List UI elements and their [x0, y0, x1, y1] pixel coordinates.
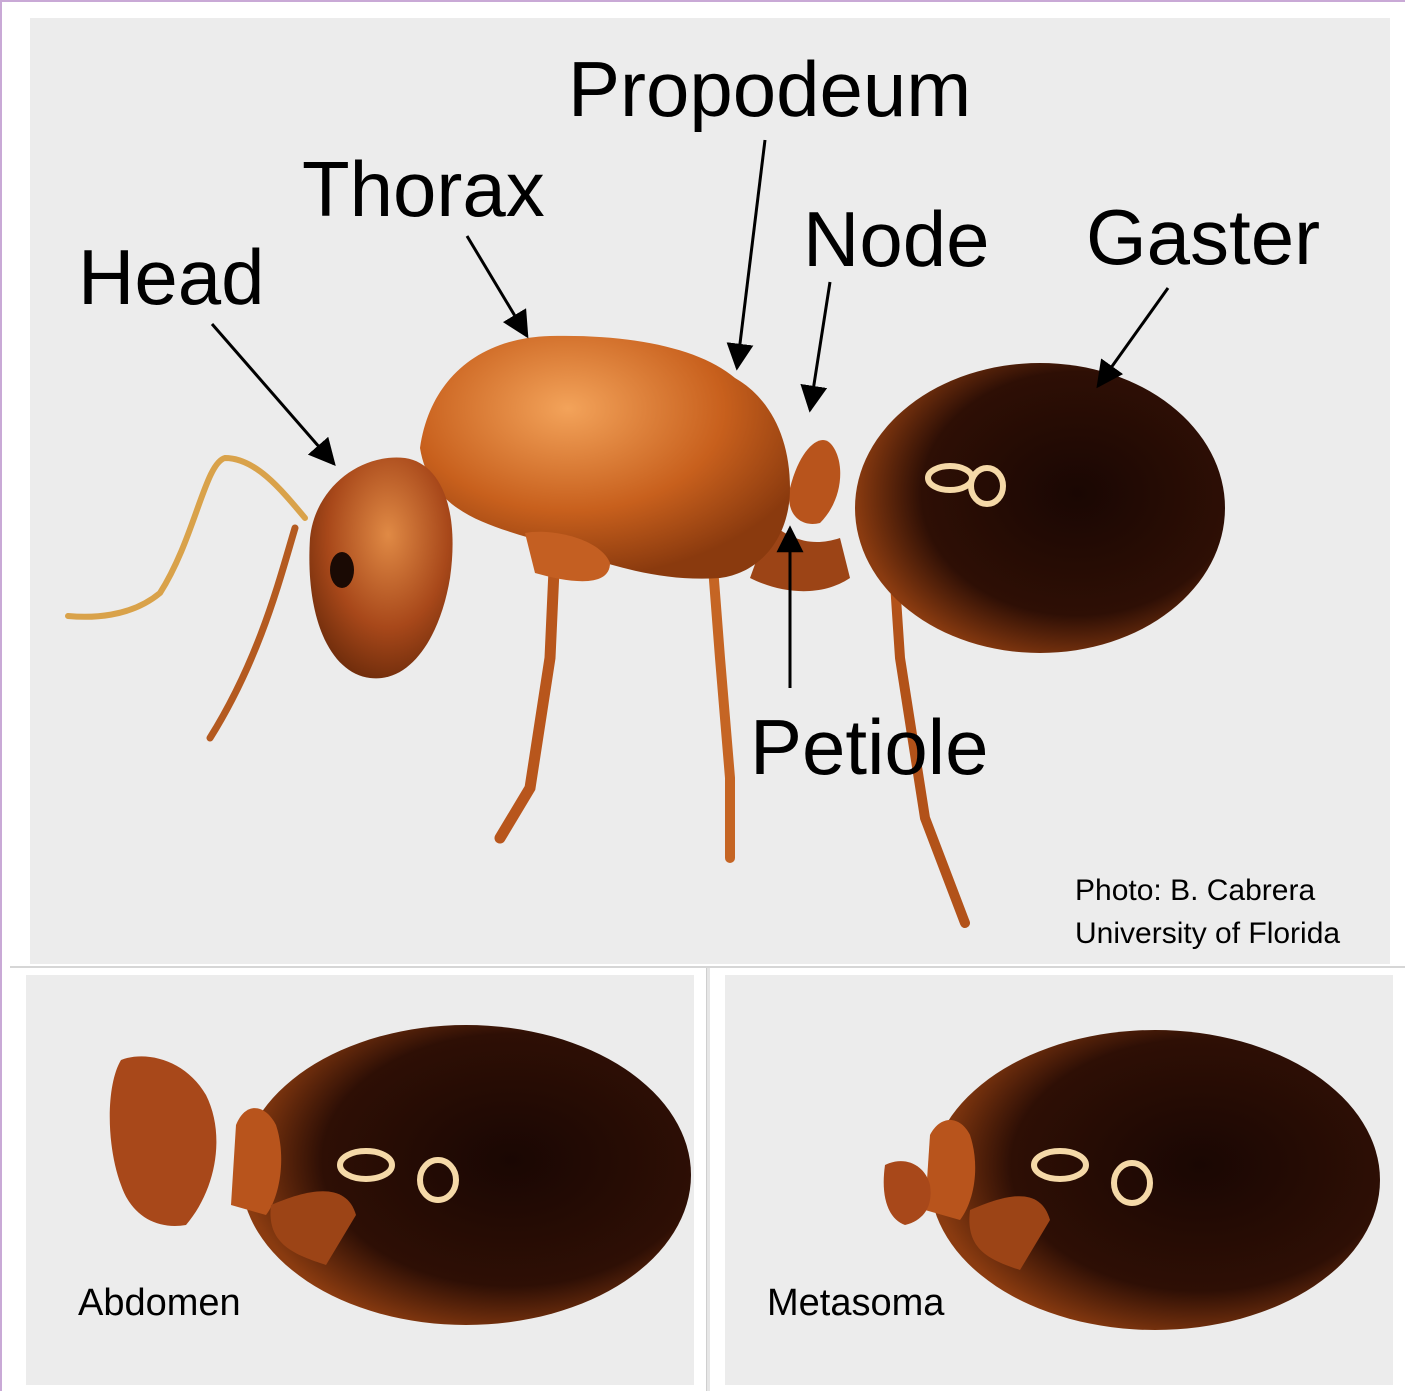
label-gaster: Gaster [1086, 193, 1320, 281]
metasoma-diagram: Metasoma [725, 975, 1393, 1385]
label-propodeum: Propodeum [568, 45, 971, 133]
label-petiole: Petiole [750, 703, 989, 791]
node-shape [231, 1108, 281, 1215]
caption-abdomen: Abdomen [78, 1282, 241, 1324]
abdomen-diagram: Abdomen [26, 975, 694, 1385]
eye [330, 552, 354, 588]
photo-credit-line2: University of Florida [1075, 917, 1340, 950]
metasoma-panel: Metasoma [725, 975, 1393, 1385]
petiole-shape [884, 1161, 931, 1225]
arrow-propodeum [737, 140, 765, 368]
caption-metasoma: Metasoma [767, 1282, 945, 1324]
ant-diagram: Head Thorax Propodeum Node Gaster Petiol… [30, 18, 1390, 964]
vertical-divider [706, 968, 710, 1391]
antenna-2 [210, 528, 295, 738]
node-shape [925, 1120, 975, 1220]
arrow-node [810, 282, 830, 410]
gaster-shape [855, 363, 1225, 653]
gaster-shape [930, 1030, 1380, 1330]
propodeum-shape [110, 1056, 217, 1226]
gaster-shape [241, 1025, 691, 1325]
label-thorax: Thorax [302, 145, 545, 233]
front-leg [500, 548, 555, 838]
abdomen-panel: Abdomen [26, 975, 694, 1385]
label-node: Node [803, 195, 989, 283]
thorax-shape [420, 336, 790, 579]
arrow-head [212, 324, 334, 464]
node-shape [789, 440, 840, 524]
arrow-gaster [1098, 288, 1168, 386]
antenna [68, 458, 305, 617]
label-head: Head [78, 233, 264, 321]
photo-credit-line1: Photo: B. Cabrera [1075, 874, 1315, 907]
ant-photo-panel: Head Thorax Propodeum Node Gaster Petiol… [30, 18, 1390, 964]
arrow-thorax [467, 236, 527, 336]
